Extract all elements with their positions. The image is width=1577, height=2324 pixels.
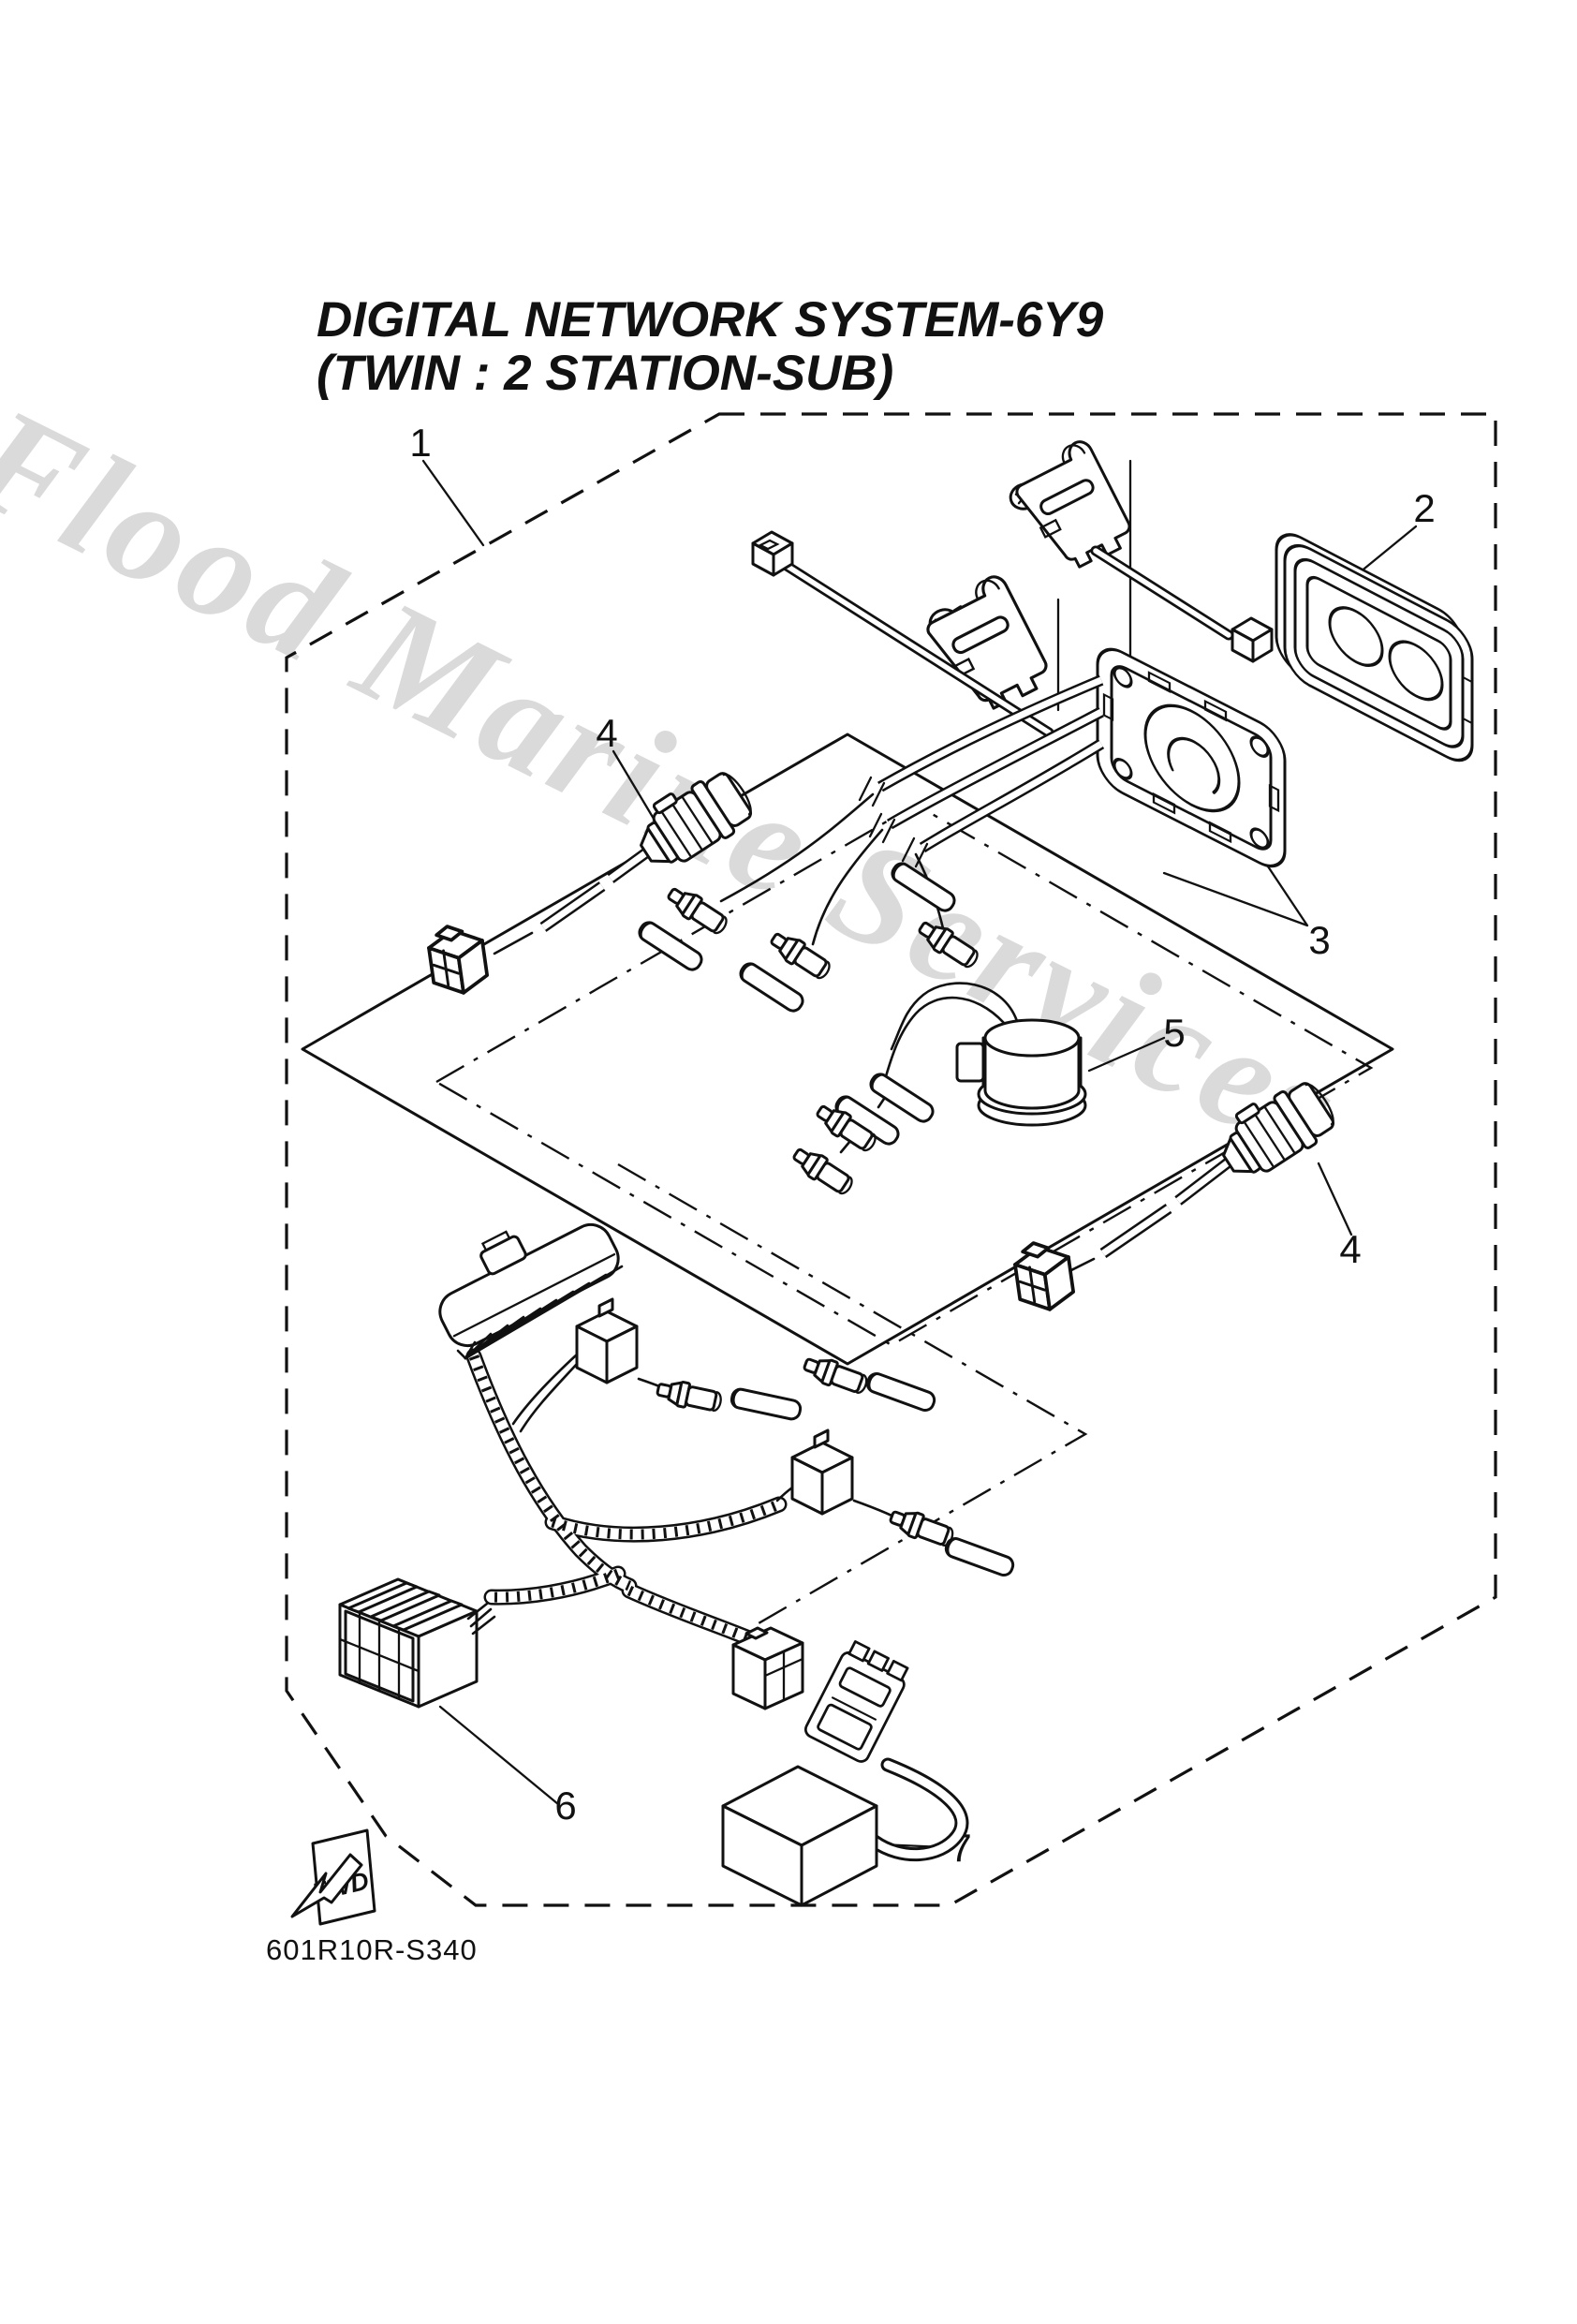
part2-remote-panel-bezel [1275, 533, 1474, 762]
part5-buzzer-sensor [788, 982, 1087, 1200]
part-label-5: 5 [1163, 1011, 1185, 1055]
title-line-2: (TWIN : 2 STATION-SUB) [317, 346, 893, 401]
harness-joint-box-1 [575, 1297, 639, 1384]
part6-square-connector [731, 1626, 804, 1710]
part3-harness-cables [635, 674, 1105, 1016]
kit-boundary-outline [285, 412, 1497, 1907]
part-label-3: 3 [1308, 918, 1330, 962]
part-label-4-right: 4 [1339, 1227, 1361, 1271]
drawing-code: 601R10R-S340 [266, 1933, 478, 1966]
part-label-1: 1 [409, 421, 431, 465]
part7-box [721, 1765, 878, 1907]
part3-mount-panel [635, 647, 1287, 1016]
cable-tie-right [1090, 545, 1274, 663]
harness-wire-fan [456, 1265, 624, 1360]
part4-extension-lead-left [424, 758, 761, 999]
part-label-2: 2 [1413, 486, 1435, 530]
fwd-orientation-flag: FWD [290, 1828, 376, 1926]
part-label-6: 6 [554, 1784, 576, 1828]
part7-joint-lead [721, 1640, 969, 1907]
harness-comb-cover [438, 1222, 624, 1360]
harness-joint-box-2 [790, 1428, 854, 1516]
part4-extension-lead-right [1010, 1068, 1344, 1315]
part6-main-harness [338, 1069, 1017, 1710]
part-label-4-left: 4 [596, 711, 617, 755]
drawing-title: DIGITAL NETWORK SYSTEM-6Y9 (TWIN : 2 STA… [317, 292, 1104, 401]
harness-corrugated-tubes [465, 1348, 788, 1651]
mount-bracket-upper [1015, 440, 1131, 569]
cable-tie-left [751, 530, 1054, 738]
part6-main-connector [338, 1577, 496, 1709]
title-line-1: DIGITAL NETWORK SYSTEM-6Y9 [317, 292, 1104, 348]
